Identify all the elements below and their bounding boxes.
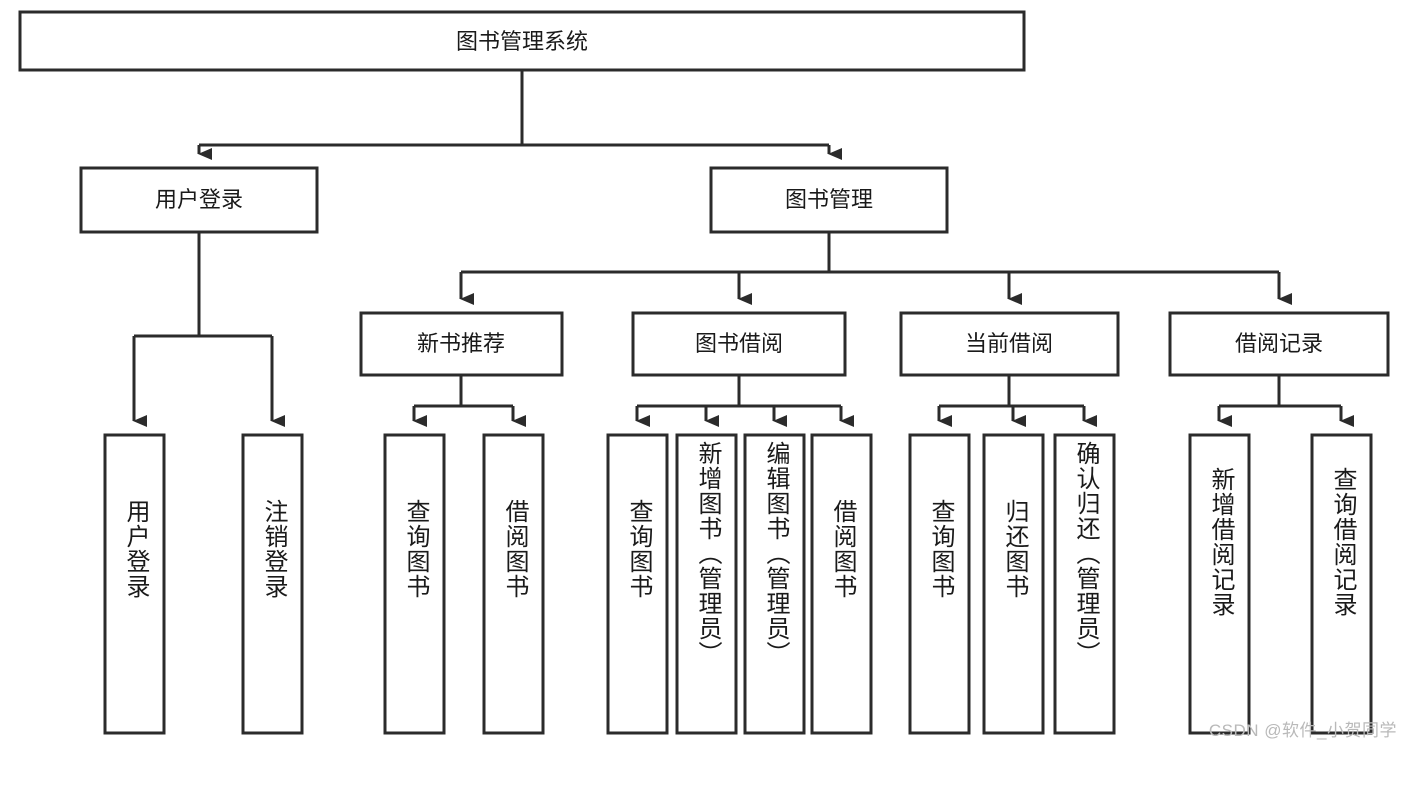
- node-label-root: 图书管理系统: [456, 29, 588, 54]
- node-box-book-borrow[interactable]: [631, 311, 847, 377]
- node-label-book-borrow: 图书借阅: [695, 331, 783, 356]
- node-box-book-manage[interactable]: [709, 166, 949, 234]
- node-box-leaf-user-logout[interactable]: [241, 433, 304, 735]
- node-label-current-borrow: 当前借阅: [965, 331, 1053, 356]
- node-box-leaf-user-login[interactable]: [103, 433, 166, 735]
- node-box-root[interactable]: [18, 10, 1026, 72]
- tree-diagram-svg: 图书管理系统 用户登录 图书管理 新书推荐 图书借阅 当前借阅 借阅记录: [18, 10, 1390, 735]
- node-box-leaf-borrow-book-1[interactable]: [482, 433, 545, 735]
- node-label-new-book-recommend: 新书推荐: [417, 331, 505, 356]
- node-box-leaf-query-book-2[interactable]: [606, 433, 669, 735]
- csdn-watermark: CSDN @软件_小贺同学: [1208, 721, 1397, 740]
- node-box-leaf-query-book-1[interactable]: [383, 433, 446, 735]
- node-box-leaf-add-borrow-record[interactable]: [1188, 433, 1251, 735]
- connector-lines: [132, 70, 1354, 427]
- node-label-borrow-record: 借阅记录: [1235, 331, 1323, 356]
- node-box-user-login[interactable]: [79, 166, 319, 234]
- node-box-leaf-query-borrow-record[interactable]: [1310, 433, 1373, 735]
- node-label-user-login: 用户登录: [155, 187, 243, 212]
- diagram-canvas: 图书管理系统 用户登录 图书管理 新书推荐 图书借阅 当前借阅 借阅记录: [18, 10, 1397, 740]
- node-box-leaf-query-book-3[interactable]: [908, 433, 971, 735]
- node-label-book-manage: 图书管理: [785, 187, 873, 212]
- node-box-leaf-return-book[interactable]: [982, 433, 1045, 735]
- node-box-new-book-recommend[interactable]: [359, 311, 564, 377]
- node-box-leaf-confirm-return-admin[interactable]: [1053, 433, 1116, 735]
- node-boxes: 图书管理系统 用户登录 图书管理 新书推荐 图书借阅 当前借阅 借阅记录: [18, 10, 1390, 735]
- node-box-current-borrow[interactable]: [899, 311, 1120, 377]
- node-box-leaf-add-book-admin[interactable]: [675, 433, 738, 735]
- node-box-leaf-borrow-book-2[interactable]: [810, 433, 873, 735]
- node-box-borrow-record[interactable]: [1168, 311, 1390, 377]
- node-box-leaf-edit-book-admin[interactable]: [743, 433, 806, 735]
